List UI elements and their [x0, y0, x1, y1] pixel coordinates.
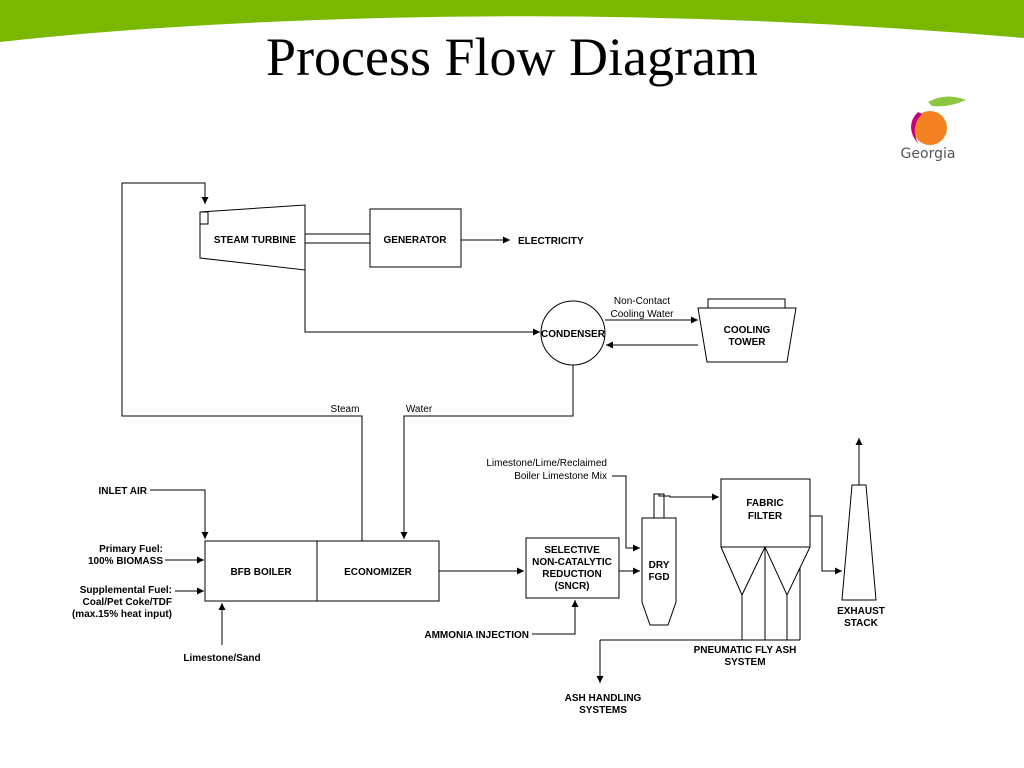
ash-handling-label-1: ASH HANDLING: [565, 693, 642, 704]
pneumatic-fly-ash-label-2: SYSTEM: [724, 657, 765, 668]
fabric-filter-label-2: FILTER: [748, 511, 783, 522]
sncr-label-4: (SNCR): [555, 581, 590, 592]
dry-fgd-shape: [641, 517, 677, 626]
supplemental-fuel-label-2: Coal/Pet Coke/TDF: [83, 597, 172, 608]
exhaust-stack-label-1: EXHAUST: [837, 606, 885, 617]
steam-label: Steam: [331, 404, 360, 415]
electricity-label: ELECTRICITY: [518, 236, 584, 247]
ash-handling-label-2: SYSTEMS: [579, 705, 627, 716]
supplemental-fuel-label-1: Supplemental Fuel:: [80, 585, 172, 596]
dry-fgd-label-1: DRY: [649, 560, 670, 571]
generator-label: GENERATOR: [384, 235, 448, 246]
inlet-air-label: INLET AIR: [98, 486, 147, 497]
sncr-box: [525, 537, 620, 599]
logo-text: Georgia: [900, 146, 956, 162]
cooling-tower-shape: [697, 307, 797, 363]
condenser-label: CONDENSER: [541, 329, 606, 340]
supplemental-fuel-label-3: (max.15% heat input): [72, 609, 172, 620]
georgia-peach-logo: [911, 96, 966, 145]
exhaust-stack-label-2: STACK: [844, 618, 878, 629]
bfb-boiler-box: [204, 540, 318, 602]
limestone-sand-label: Limestone/Sand: [183, 653, 260, 664]
sncr-label-3: REDUCTION: [542, 569, 601, 580]
fabric-filter-box: [720, 478, 811, 548]
primary-fuel-label-1: Primary Fuel:: [99, 544, 163, 555]
cooling-tower-label-2: TOWER: [728, 337, 766, 348]
water-label: Water: [406, 404, 433, 415]
cooling-water-label-2: Cooling Water: [611, 309, 675, 320]
dry-fgd-label-2: FGD: [648, 572, 669, 583]
limestone-mix-label-2: Boiler Limestone Mix: [514, 471, 607, 482]
sncr-label-1: SELECTIVE: [544, 545, 600, 556]
exhaust-stack-shape: [841, 484, 877, 601]
generator-box: [369, 208, 462, 268]
ammonia-injection-label: AMMONIA INJECTION: [424, 630, 529, 641]
sncr-label-2: NON-CATALYTIC: [532, 557, 612, 568]
logo-swoosh: [911, 112, 922, 144]
logo-leaf: [928, 96, 966, 107]
cooling-tower-label-1: COOLING: [724, 325, 771, 336]
slide-title: Process Flow Diagram: [266, 27, 758, 87]
limestone-mix-label-1: Limestone/Lime/Reclaimed: [486, 458, 607, 469]
steam-turbine-label: STEAM TURBINE: [214, 235, 297, 246]
primary-fuel-label-2: 100% BIOMASS: [88, 556, 163, 567]
pneumatic-fly-ash-label-1: PNEUMATIC FLY ASH: [694, 645, 797, 656]
header-banner: [0, 0, 1024, 42]
bfb-boiler-label: BFB BOILER: [230, 567, 292, 578]
fabric-filter-label-1: FABRIC: [746, 498, 783, 509]
economizer-label: ECONOMIZER: [344, 567, 413, 578]
cooling-water-label-1: Non-Contact: [614, 296, 670, 307]
logo-peach: [913, 111, 947, 145]
